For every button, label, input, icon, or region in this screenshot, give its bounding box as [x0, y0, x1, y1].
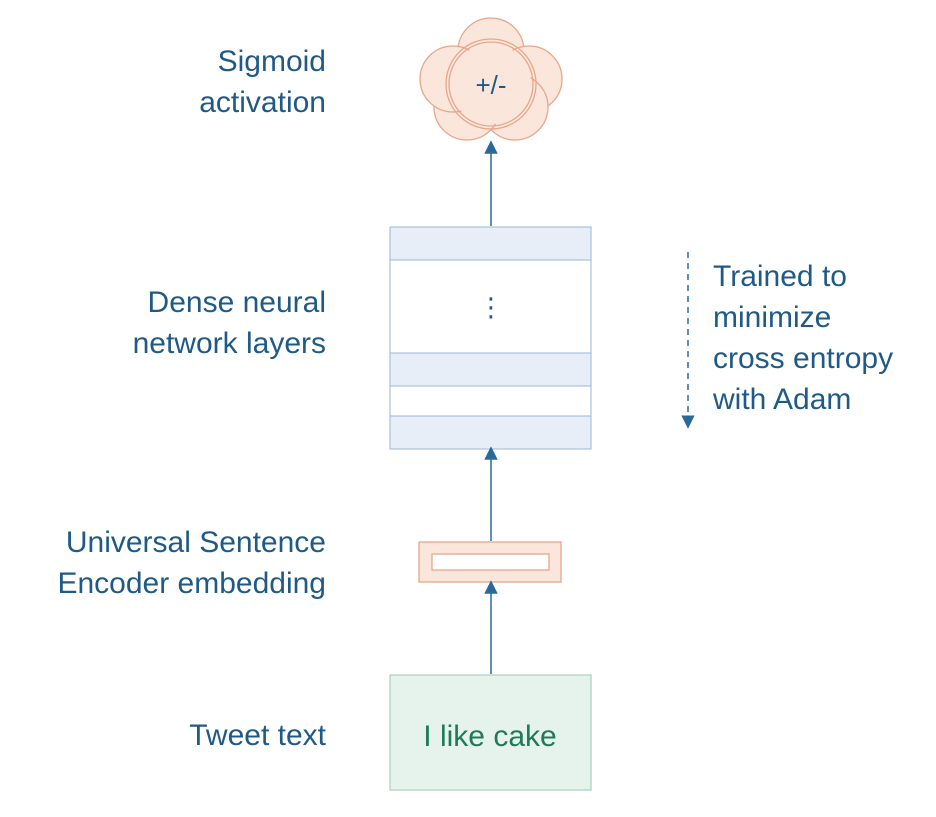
label-tweet-line: Tweet text: [189, 719, 326, 752]
training-note-line-1: Trained to: [713, 260, 847, 293]
training-note: Trained to minimize cross entropy with A…: [713, 256, 893, 420]
label-use-line-2: Encoder embedding: [57, 567, 326, 600]
dense-layers-stack: ⋮: [389, 226, 592, 450]
tweet-text-box: I like cake: [389, 674, 592, 791]
label-dense-line-2: network layers: [132, 327, 326, 360]
dense-ellipsis: ⋮: [478, 293, 504, 323]
label-use-embedding: Universal Sentence Encoder embedding: [57, 522, 326, 604]
training-note-line-3: cross entropy: [713, 342, 894, 375]
dense-layer-1: [389, 226, 592, 261]
label-dense-layers: Dense neural network layers: [133, 282, 326, 364]
dense-layer-2: [389, 352, 592, 387]
output-symbol: +/-: [475, 70, 506, 100]
tweet-example-text: I like cake: [423, 720, 556, 753]
label-use-line-1: Universal Sentence: [65, 526, 326, 559]
label-sigmoid-line-2: activation: [199, 86, 326, 119]
training-note-line-2: minimize: [713, 301, 832, 334]
dense-layer-4: [389, 415, 592, 450]
label-sigmoid-line-1: Sigmoid: [217, 45, 326, 78]
training-note-line-4: with Adam: [713, 383, 852, 416]
label-sigmoid-activation: Sigmoid activation: [199, 41, 326, 123]
label-tweet-text: Tweet text: [189, 715, 326, 756]
label-dense-line-1: Dense neural: [147, 286, 326, 319]
dense-layer-3: [389, 385, 592, 417]
embedding-vector: [418, 541, 562, 583]
dense-layer-hidden: [389, 259, 592, 354]
sigmoid-output-node: +/-: [419, 17, 563, 141]
